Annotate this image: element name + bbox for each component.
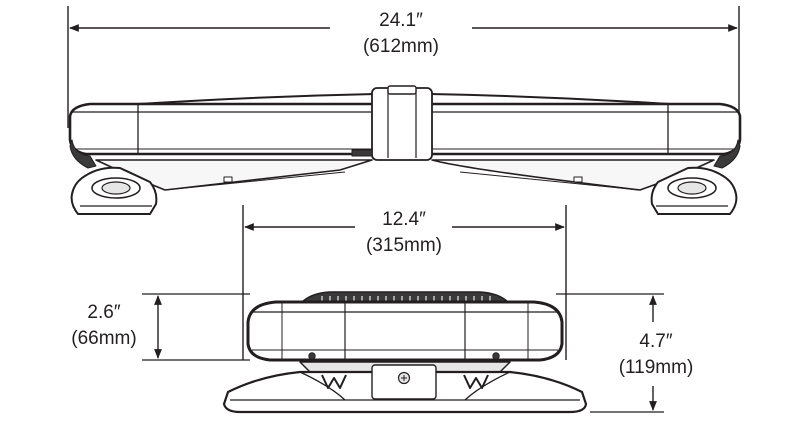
front-view-group: 24.1″ (612mm)	[67, 6, 742, 215]
body-height-metric-label: (66mm)	[71, 328, 136, 349]
length-metric-label: (612mm)	[363, 36, 439, 57]
total-height-metric-label: (119mm)	[619, 357, 694, 378]
total-height-imperial-label: 4.7″	[639, 331, 672, 352]
side-view-group: 12.4″ (315mm) 2.6″ (66mm) 4.7″ (119mm)	[71, 205, 694, 414]
body-height-imperial-label: 2.6″	[87, 302, 120, 323]
width-imperial-label: 12.4″	[382, 209, 426, 230]
width-metric-label: (315mm)	[366, 235, 442, 256]
lightbar-front-view-drawing	[68, 85, 742, 215]
lightbar-side-view-drawing	[222, 291, 588, 414]
length-imperial-label: 24.1″	[379, 10, 423, 31]
